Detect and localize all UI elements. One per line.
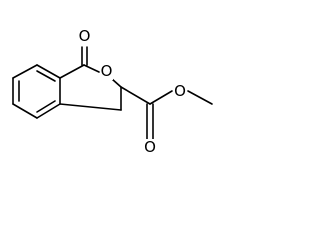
isochromanone-ester-structure: O O O O — [12, 27, 213, 156]
label-bg-ring-o — [100, 63, 113, 80]
bond-benzene-1 — [12, 64, 38, 79]
bond-benzene-3 — [12, 103, 38, 119]
ester-oxygen-label: O — [174, 82, 186, 100]
bond-benzene-4 — [36, 103, 61, 119]
bond-ar-carbonyl — [59, 64, 85, 79]
ring-oxygen-label: O — [101, 62, 113, 80]
bond-benzene-6-inner — [36, 70, 56, 82]
label-bg-ester-o — [173, 83, 187, 100]
bond-carbonyl-ringo — [83, 64, 100, 73]
ester-carbonyl-oxygen-label: O — [144, 138, 156, 156]
label-bg-ester-carbonyl-o — [143, 139, 157, 156]
carbonyl-oxygen-label: O — [79, 27, 91, 45]
label-bg-carbonyl-o — [78, 28, 91, 45]
bond-ringo-ch — [111, 78, 122, 88]
bond-ester-o-methyl — [187, 90, 213, 105]
bond-benzene-6 — [36, 64, 61, 79]
bond-benzene-4-inner — [36, 100, 56, 113]
bond-ch-ester-c — [120, 86, 151, 105]
bond-ch2-ar — [59, 103, 122, 111]
bond-ester-c-ester-o — [149, 90, 173, 105]
